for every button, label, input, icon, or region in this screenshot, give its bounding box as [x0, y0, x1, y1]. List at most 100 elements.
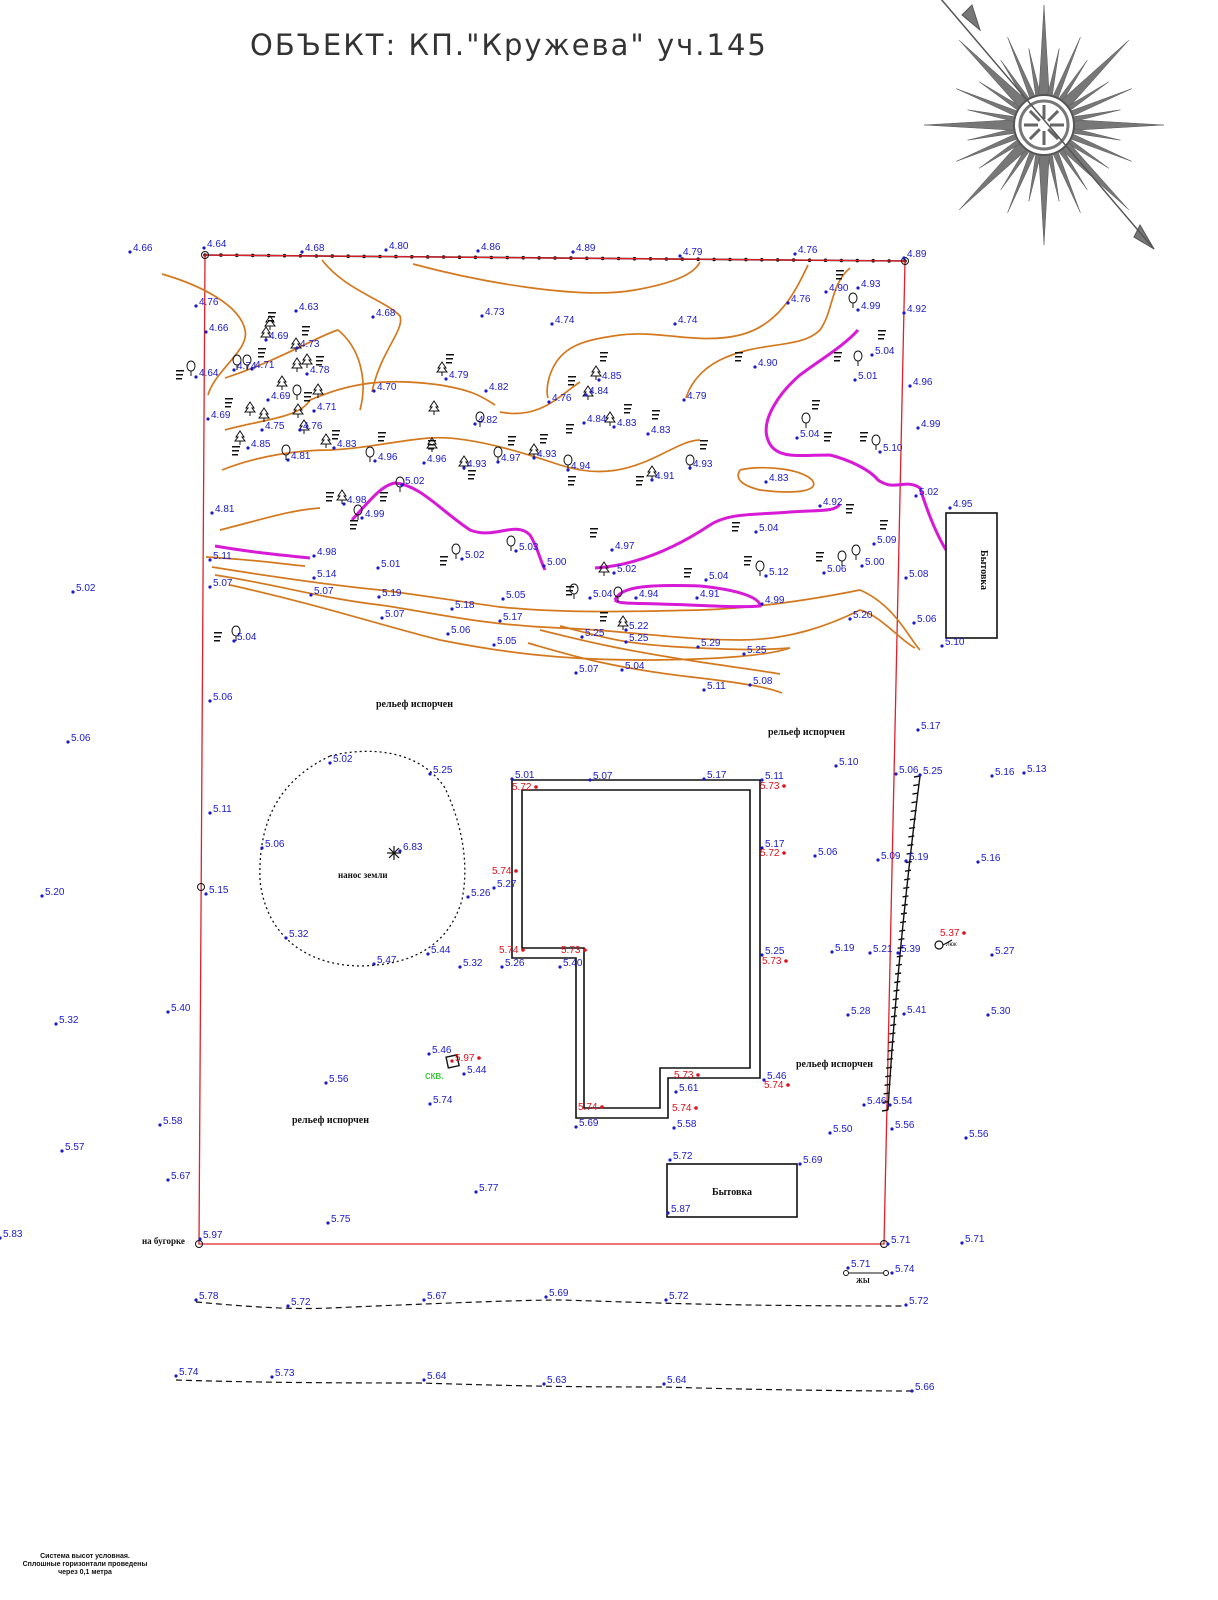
- deciduous-tree-icon: [801, 412, 811, 428]
- building-mark: 5.37: [940, 928, 966, 939]
- elevation-point: 4.71: [312, 402, 337, 413]
- elevation-point: 5.67: [166, 1171, 191, 1182]
- elevation-point: 4.98: [312, 547, 337, 558]
- elevation-point: 5.02: [612, 564, 637, 575]
- elevation-point: 5.58: [158, 1116, 183, 1127]
- elevation-point: 5.46: [862, 1096, 887, 1107]
- tree-annotation: [684, 568, 692, 578]
- elevation-label: 5.01: [515, 770, 535, 781]
- elevation-label: 4.64: [207, 239, 227, 250]
- elevation-label: 4.89: [576, 243, 596, 254]
- elevation-point: 5.74: [428, 1095, 453, 1106]
- elevation-point: 5.07: [208, 578, 233, 589]
- elevation-label: 4.85: [251, 439, 271, 450]
- building-mark-label: 5.74: [499, 945, 519, 956]
- elevation-label: 4.97: [615, 541, 635, 552]
- deciduous-tree-icon: [186, 360, 196, 376]
- legend-line-3: через 0,1 метра: [58, 1569, 112, 1576]
- conifer-tree-icon: [598, 561, 610, 576]
- elevation-label: 4.63: [299, 302, 319, 313]
- elevation-label: 5.44: [467, 1065, 487, 1076]
- elevation-point: 5.06: [260, 839, 285, 850]
- elevation-label: 5.46: [767, 1071, 787, 1082]
- elevation-label: 5.26: [471, 888, 491, 899]
- elevation-label: 4.84: [589, 386, 609, 397]
- elevation-point: 5.05: [492, 636, 517, 647]
- elevation-point: 5.08: [904, 569, 929, 580]
- elevation-label: 5.27: [995, 946, 1015, 957]
- legend-note: Система высот условная. Сплошные горизон…: [0, 1553, 170, 1577]
- elevation-label: 4.84: [587, 414, 607, 425]
- elevation-point: 5.03: [514, 542, 539, 553]
- tree-annotation: [834, 352, 842, 362]
- building-mark-label: 5.74: [578, 1102, 598, 1113]
- elevation-point: 4.79: [444, 370, 469, 381]
- conifer-tree-icon: [244, 401, 256, 416]
- elevation-label: 5.78: [199, 1291, 219, 1302]
- elevation-label: 5.19: [909, 852, 929, 863]
- elevation-label: 4.68: [376, 308, 396, 319]
- elevation-point: 5.10: [834, 757, 859, 768]
- elevation-label: 5.40: [563, 958, 583, 969]
- elevation-label: 5.26: [505, 958, 525, 969]
- elevation-point: 5.40: [166, 1003, 191, 1014]
- elevation-label: 4.68: [305, 243, 325, 254]
- conifer-tree-icon: [582, 385, 594, 400]
- deciduous-tree-icon: [292, 384, 302, 400]
- building-mark-label: 5.72: [512, 782, 532, 793]
- tree-annotation: [302, 326, 310, 336]
- elevation-label: 5.11: [707, 681, 726, 692]
- conifer-tree-icon: [291, 357, 303, 372]
- elevation-point: 5.19: [377, 588, 402, 599]
- hatch-label: люк: [946, 942, 957, 948]
- legend-line-1: Система высот условная.: [40, 1553, 130, 1560]
- elevation-point: 5.20: [848, 610, 873, 621]
- conifer-tree-icon: [336, 489, 348, 504]
- elevation-point: 4.79: [682, 391, 707, 402]
- elevation-point: 4.85: [246, 439, 271, 450]
- elevation-label: 5.25: [747, 645, 767, 656]
- map-title: ОБЪЕКТ: КП."Кружева" уч.145: [250, 28, 768, 62]
- mound-label: нанос земли: [338, 870, 388, 880]
- elevation-point: 5.06: [66, 733, 91, 744]
- elevation-label: 5.06: [899, 765, 919, 776]
- elevation-point: 4.80: [384, 241, 409, 252]
- elevation-label: 4.94: [571, 461, 591, 472]
- elevation-point: 5.01: [510, 770, 535, 781]
- elevation-label: 5.07: [385, 609, 405, 620]
- elevation-label: 5.71: [851, 1259, 871, 1270]
- elevation-point: 5.56: [324, 1074, 349, 1085]
- elevation-point: 5.18: [450, 600, 475, 611]
- building-mark: 5.74: [492, 866, 518, 877]
- elevation-label: 5.08: [909, 569, 929, 580]
- elevation-label: 5.07: [579, 664, 599, 675]
- elevation-label: 5.97: [203, 1230, 223, 1241]
- elevation-label: 5.46: [867, 1096, 887, 1107]
- elevation-label: 4.82: [489, 382, 509, 393]
- elevation-label: 5.06: [213, 692, 233, 703]
- elevation-label: 5.04: [800, 429, 820, 440]
- building-mark: 5.72: [512, 782, 538, 793]
- tree-annotation: [860, 432, 868, 442]
- elevation-point: 4.96: [422, 454, 447, 465]
- elevation-label: 4.93: [467, 459, 487, 470]
- elevation-point: 5.64: [662, 1375, 687, 1386]
- tree-annotation: [468, 470, 476, 480]
- elevation-point: 5.10: [940, 637, 965, 648]
- elevation-point: 5.71: [960, 1234, 985, 1245]
- elevation-point: 5.75: [326, 1214, 351, 1225]
- tree-annotation: [316, 356, 324, 366]
- tree-annotation: [590, 528, 598, 538]
- elevation-label: 5.02: [76, 583, 96, 594]
- elevation-point: 4.76: [194, 297, 219, 308]
- elevation-label: 5.10: [945, 637, 965, 648]
- tree-annotation: [214, 632, 222, 642]
- elevation-point: 5.27: [990, 946, 1015, 957]
- conifer-tree-icon: [276, 375, 288, 390]
- elevation-label: 4.74: [555, 315, 575, 326]
- elevation-label: 5.11: [765, 771, 784, 782]
- elevation-point: 4.74: [673, 315, 698, 326]
- elevation-point: 5.14: [312, 569, 337, 580]
- deciduous-tree-icon: [853, 350, 863, 366]
- conifer-tree-icon: [234, 430, 246, 445]
